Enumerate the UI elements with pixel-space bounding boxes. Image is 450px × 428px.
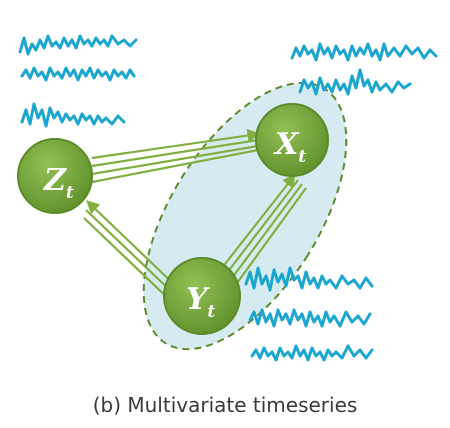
edge-z-to-x: [91, 128, 261, 184]
node-y-label: Y: [186, 282, 210, 317]
node-x-circle: [255, 103, 329, 177]
edge-y-to-z: [83, 200, 181, 303]
timeseries-y-1: [244, 266, 374, 292]
svg-text:Zt: Zt: [43, 163, 74, 203]
timeseries-x-1: [290, 42, 438, 62]
node-z-circle: [17, 138, 93, 214]
svg-text:Yt: Yt: [186, 282, 215, 322]
node-y-subscript: t: [207, 302, 215, 322]
node-x: Xt: [255, 103, 329, 177]
timeseries-y-3: [250, 344, 374, 362]
timeseries-x-group: [290, 42, 438, 96]
svg-text:Xt: Xt: [273, 127, 306, 167]
node-x-label: X: [273, 127, 300, 162]
node-y-circle: [163, 257, 241, 335]
timeseries-x-2: [298, 68, 412, 96]
timeseries-z-3: [20, 102, 126, 128]
node-x-subscript: t: [298, 147, 306, 167]
figure-caption: (b) Multivariate timeseries: [93, 393, 358, 417]
timeseries-z-1: [18, 34, 138, 56]
node-z: Zt: [17, 138, 93, 214]
node-y: Yt: [163, 257, 241, 335]
edge-y-to-x: [213, 173, 307, 291]
xy-group-ellipse: [142, 81, 348, 351]
node-z-label: Z: [43, 163, 67, 198]
timeseries-y-group: [244, 266, 374, 362]
timeseries-z-group: [18, 34, 138, 128]
timeseries-z-2: [20, 66, 136, 82]
timeseries-y-2: [248, 308, 372, 328]
node-z-subscript: t: [66, 183, 74, 203]
